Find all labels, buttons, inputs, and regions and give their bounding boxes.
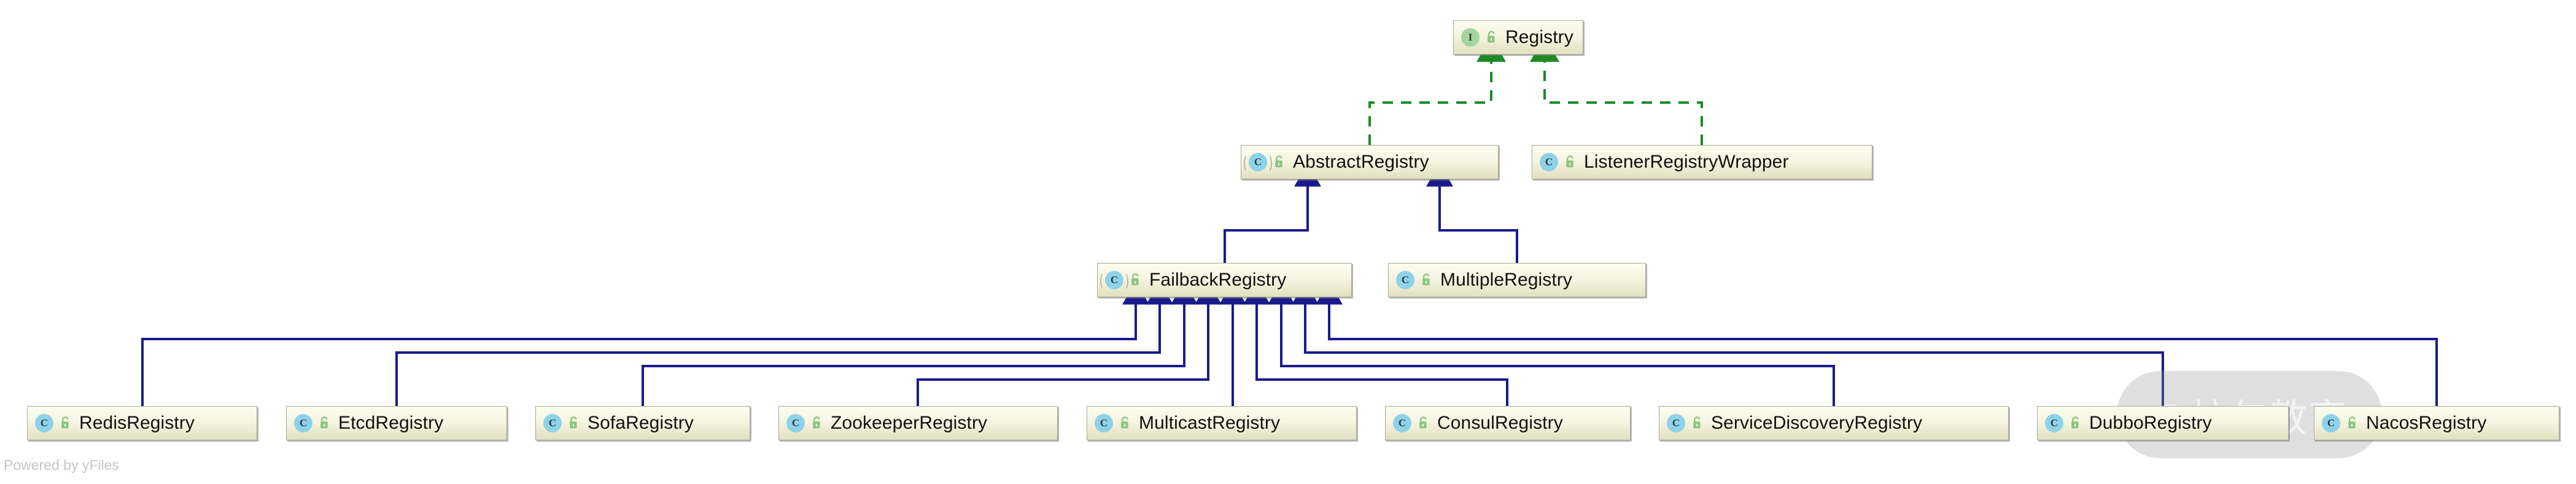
node-glyphs: C <box>1540 153 1577 171</box>
class-badge-icon: C <box>1393 414 1411 432</box>
class-badge-icon: C <box>543 414 562 432</box>
node-glyphs: C <box>1667 414 1704 432</box>
class-badge-icon: C <box>1100 271 1128 291</box>
class-badge-icon: C <box>294 414 312 432</box>
edge-multiple-registry-to-abstract-registry <box>1426 163 1518 263</box>
class-node-sofa-registry[interactable]: C SofaRegistry <box>535 406 750 440</box>
edge-consul-registry-to-failback-registry <box>1243 281 1508 406</box>
edge-abstract-registry-to-registry <box>1368 36 1506 145</box>
node-glyphs: C <box>2322 414 2359 432</box>
node-glyphs: C <box>35 414 72 432</box>
class-node-label: SofaRegistry <box>588 413 694 433</box>
powered-by-credit: Powered by yFiles <box>4 457 119 473</box>
class-node-multiple-registry[interactable]: C MultipleRegistry <box>1388 263 1646 297</box>
class-badge-icon: C <box>35 414 53 432</box>
unlock-icon <box>2070 416 2082 431</box>
class-badge-icon: C <box>2045 414 2063 432</box>
class-node-consul-registry[interactable]: C ConsulRegistry <box>1385 406 1631 440</box>
unlock-icon <box>1130 273 1142 287</box>
class-badge-icon: C <box>1667 414 1685 432</box>
unlock-icon <box>1119 416 1131 431</box>
class-node-label: EtcdRegistry <box>338 413 444 433</box>
class-node-label: ZookeeperRegistry <box>831 413 988 433</box>
class-node-label: DubboRegistry <box>2089 413 2212 433</box>
class-node-failback-registry[interactable]: C FailbackRegistry <box>1097 263 1352 297</box>
class-node-redis-registry[interactable]: C RedisRegistry <box>27 406 257 440</box>
unlock-icon <box>1418 416 1430 431</box>
unlock-icon <box>568 416 580 431</box>
class-badge-icon: C <box>1396 271 1414 289</box>
edge-failback-registry-to-abstract-registry <box>1224 163 1321 263</box>
class-node-label: AbstractRegistry <box>1293 152 1429 172</box>
class-node-label: MulticastRegistry <box>1139 413 1281 433</box>
node-glyphs: I <box>1461 28 1498 47</box>
node-glyphs: C <box>2045 414 2082 432</box>
unlock-icon <box>2346 416 2359 431</box>
unlock-icon <box>1421 273 1433 287</box>
class-node-label: NacosRegistry <box>2366 413 2487 433</box>
edge-zookeeper-registry-to-failback-registry <box>917 281 1222 406</box>
edge-redis-registry-to-failback-registry <box>141 281 1149 406</box>
class-node-abstract-registry[interactable]: C AbstractRegistry <box>1241 145 1499 179</box>
interface-badge-icon: I <box>1461 28 1480 47</box>
class-node-listener-registry-wrapper[interactable]: C ListenerRegistryWrapper <box>1532 145 1872 179</box>
class-node-multicast-registry[interactable]: C MulticastRegistry <box>1087 406 1357 440</box>
node-glyphs: C <box>1095 414 1131 432</box>
class-badge-icon: C <box>786 414 805 432</box>
class-node-etcd-registry[interactable]: C EtcdRegistry <box>286 406 507 440</box>
class-node-zookeeper-registry[interactable]: C ZookeeperRegistry <box>778 406 1058 440</box>
class-badge-icon: C <box>1095 414 1113 432</box>
edge-nacos-registry-to-failback-registry <box>1316 281 2438 406</box>
node-glyphs: C <box>1396 271 1433 289</box>
class-node-label: ServiceDiscoveryRegistry <box>1711 413 1923 433</box>
unlock-icon <box>1486 30 1498 45</box>
edge-service-discovery-registry-to-failback-registry <box>1268 281 1835 406</box>
class-node-label: Registry <box>1505 27 1573 47</box>
edge-dubbo-registry-to-failback-registry <box>1292 281 2164 406</box>
class-node-label: FailbackRegistry <box>1149 270 1287 290</box>
class-node-label: RedisRegistry <box>79 413 195 433</box>
class-node-service-discovery-registry[interactable]: C ServiceDiscoveryRegistry <box>1659 406 2009 440</box>
edge-listener-registry-wrapper-to-registry <box>1530 36 1703 145</box>
unlock-icon <box>60 416 72 431</box>
edge-sofa-registry-to-failback-registry <box>642 281 1198 406</box>
class-badge-icon: C <box>1244 153 1272 173</box>
node-glyphs: C <box>1244 153 1286 173</box>
unlock-icon <box>1564 155 1577 170</box>
unlock-icon <box>1273 155 1286 170</box>
unlock-icon <box>319 416 331 431</box>
class-node-registry[interactable]: I Registry <box>1453 20 1583 55</box>
class-badge-icon: C <box>1540 153 1558 171</box>
node-glyphs: C <box>1393 414 1430 432</box>
class-node-label: MultipleRegistry <box>1440 270 1572 290</box>
node-glyphs: C <box>1100 271 1142 291</box>
edge-etcd-registry-to-failback-registry <box>395 281 1173 406</box>
class-node-label: ListenerRegistryWrapper <box>1584 152 1789 172</box>
unlock-icon <box>811 416 823 431</box>
node-glyphs: C <box>786 414 823 432</box>
class-node-nacos-registry[interactable]: C NacosRegistry <box>2314 406 2559 440</box>
class-node-dubbo-registry[interactable]: C DubboRegistry <box>2037 406 2289 440</box>
class-node-label: ConsulRegistry <box>1437 413 1563 433</box>
node-glyphs: C <box>294 414 331 432</box>
class-badge-icon: C <box>2322 414 2340 432</box>
unlock-icon <box>1691 416 1704 431</box>
node-glyphs: C <box>543 414 580 432</box>
